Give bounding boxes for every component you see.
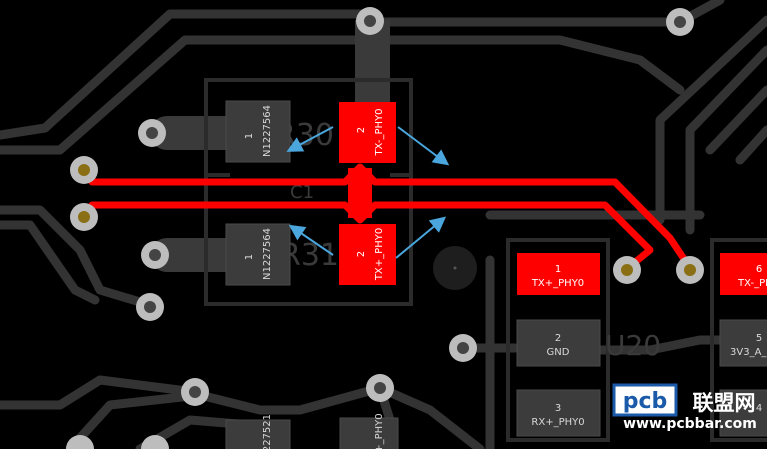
pad-number: 3 xyxy=(555,403,561,414)
via[interactable] xyxy=(366,374,394,402)
resistor-bottom-pad-2[interactable]: 2 TX+_PHY0 xyxy=(339,224,396,285)
u20-pad-4[interactable]: 4 xyxy=(719,389,767,437)
vias-gray xyxy=(66,7,694,449)
pad-net-label: TX-_PHY xyxy=(737,278,767,289)
trace-top-left-stub xyxy=(150,116,242,150)
pad-number: 4 xyxy=(756,403,762,414)
u20-pad-3[interactable]: 3 RX+_PHY0 xyxy=(516,389,601,437)
mounting-hole-center xyxy=(453,266,457,270)
pad-net-label: 3V3_A_ xyxy=(730,347,767,358)
silk-ref-mid: C1 xyxy=(290,182,314,203)
via-tx-minus-right[interactable] xyxy=(676,256,704,284)
pad-number: 6 xyxy=(756,264,762,275)
pad-net-label: GND xyxy=(547,347,570,358)
via[interactable] xyxy=(66,435,94,449)
pad-net-label: N1227564 xyxy=(262,105,273,157)
pad-number: 2 xyxy=(356,251,367,257)
u20-pad-6[interactable]: 6 TX-_PHY xyxy=(720,253,767,295)
resistor-lower-right-pad[interactable]: RX+_PHY0 xyxy=(339,413,399,449)
pad-number: 1 xyxy=(244,133,255,139)
resistor-top-pad-2[interactable]: 2 TX-_PHY0 xyxy=(339,102,396,163)
pad-number: 2 xyxy=(555,333,561,344)
logo-box xyxy=(612,383,678,417)
arrow-up-right xyxy=(397,126,450,166)
via[interactable] xyxy=(141,241,169,269)
via[interactable] xyxy=(138,119,166,147)
pad-number: 1 xyxy=(244,254,255,260)
resistor-top-pad-1[interactable]: 1 N1227564 xyxy=(225,100,291,163)
resistor-bottom-pad-1[interactable]: 1 N1227564 xyxy=(225,223,291,286)
vias-highlighted xyxy=(70,156,704,284)
via[interactable] xyxy=(136,293,164,321)
via[interactable] xyxy=(141,435,169,449)
logo-brand-cn: 联盟网 xyxy=(693,391,756,415)
resistor-lower-left-pad[interactable]: N1227521 xyxy=(225,414,291,449)
pad-net-label: TX-_PHY0 xyxy=(374,108,385,156)
arrow-down-left xyxy=(288,224,334,256)
arrow-down-right xyxy=(395,216,447,259)
pad-number: 5 xyxy=(756,333,762,344)
u20-pad-5[interactable]: 5 3V3_A_ xyxy=(719,319,767,367)
trace-bottom-left-stub xyxy=(150,238,242,272)
pad-net-label: TX+_PHY0 xyxy=(531,278,584,289)
via[interactable] xyxy=(449,334,477,362)
logo-letters: pcb xyxy=(623,389,668,414)
via[interactable] xyxy=(666,8,694,36)
pad-net-label: RX+_PHY0 xyxy=(531,417,584,428)
pad-number: 1 xyxy=(555,264,561,275)
watermark-logo: pcb 联盟网 www.pcbbar.com xyxy=(612,383,757,432)
logo-url: www.pcbbar.com xyxy=(623,416,757,432)
pad-net-label: TX+_PHY0 xyxy=(374,228,385,281)
component-outlines xyxy=(204,78,767,442)
silk-ref-u: U20 xyxy=(605,329,661,362)
via[interactable] xyxy=(181,378,209,406)
via-tx-plus-left[interactable] xyxy=(70,203,98,231)
pad-net-label: N1227564 xyxy=(262,228,273,280)
via[interactable] xyxy=(356,7,384,35)
direction-arrows xyxy=(286,126,450,259)
via-tx-minus-left[interactable] xyxy=(70,156,98,184)
arrow-up-left xyxy=(286,126,334,152)
u20-pad-1[interactable]: 1 TX+_PHY0 xyxy=(517,253,600,295)
via-tx-plus-right[interactable] xyxy=(613,256,641,284)
u20-pad-2[interactable]: 2 GND xyxy=(516,319,601,367)
net-junction xyxy=(348,168,372,218)
pad-net-label: RX+_PHY0 xyxy=(374,413,385,449)
pad-net-label: N1227521 xyxy=(262,414,273,449)
pad-number: 2 xyxy=(356,127,367,133)
